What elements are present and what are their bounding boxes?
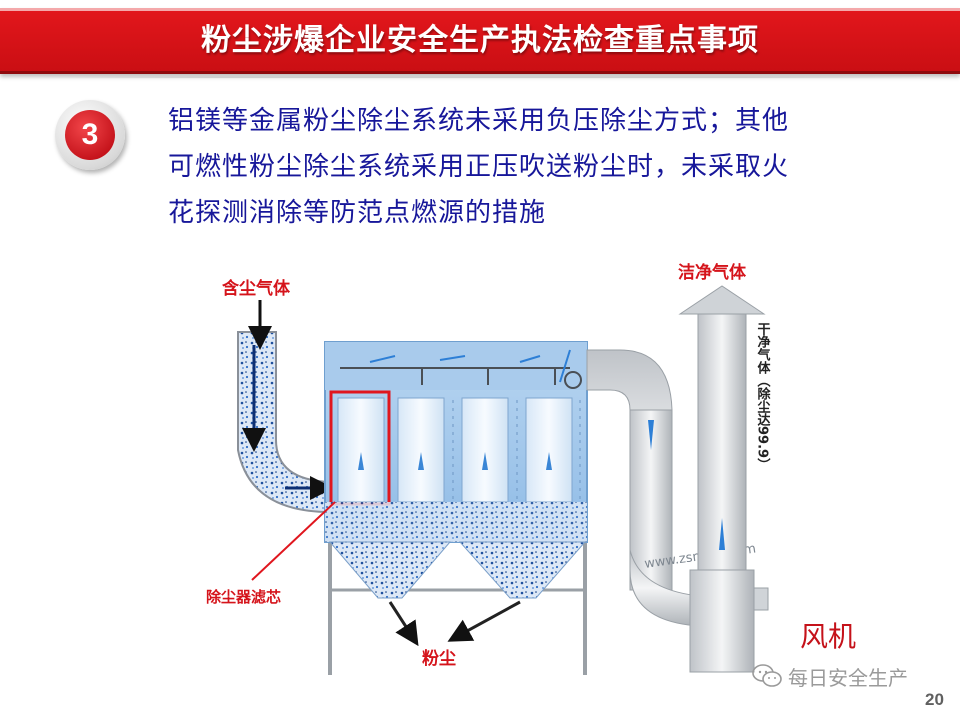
wechat-icon (752, 664, 782, 687)
title-divider (40, 76, 920, 78)
hopper-left (328, 541, 452, 599)
description-line-1: 铝镁等金属粉尘除尘系统未采用负压除尘方式；其他 (168, 106, 790, 136)
dust-discharge-arrows (388, 600, 521, 647)
dust-layer (325, 502, 587, 542)
fan-label: 风机 (800, 620, 857, 653)
pulse-pipes (340, 367, 582, 389)
description-line-3: 花探测消除等防范点燃源的措施 (168, 198, 547, 228)
filter-cartridges (337, 397, 581, 503)
title-stripe-top (0, 8, 960, 11)
item-description: 铝镁等金属粉尘除尘系统未采用负压除尘方式；其他 可燃性粉尘除尘系统采用正压吹送粉… (168, 98, 928, 236)
hopper-right (458, 541, 587, 599)
stack-vertical-label: 干净气体（除尘达99.9） (755, 322, 772, 471)
wechat-watermark: 每日安全生产 (752, 660, 952, 692)
plenum-airflow-arrows (369, 349, 571, 383)
dusty-gas-label: 含尘气体 (222, 278, 291, 299)
page-title: 粉尘涉爆企业安全生产执法检查重点事项 (201, 23, 759, 58)
watermark-text: 每日安全生产 (788, 665, 908, 690)
exhaust-stack (678, 285, 769, 673)
clean-gas-label: 洁净气体 (678, 262, 747, 283)
title-stripe-bottom (0, 71, 960, 74)
item-number-badge: 3 (55, 100, 125, 170)
description-line-2: 可燃性粉尘除尘系统采用正压吹送粉尘时，未采取火 (168, 152, 790, 182)
dust-label: 粉尘 (422, 648, 456, 669)
item-number: 3 (65, 110, 115, 160)
outlet-duct (586, 349, 701, 627)
clean-air-plenum (325, 342, 587, 390)
filter-callout-line (251, 501, 336, 581)
filter-label: 除尘器滤芯 (206, 588, 281, 606)
title-bar: 粉尘涉爆企业安全生产执法检查重点事项 (0, 8, 960, 74)
page-number: 20 (925, 690, 944, 709)
dust-collector-diagram: 含尘气体 粉尘 除尘器滤芯 (206, 262, 772, 675)
inlet-duct (237, 331, 334, 514)
